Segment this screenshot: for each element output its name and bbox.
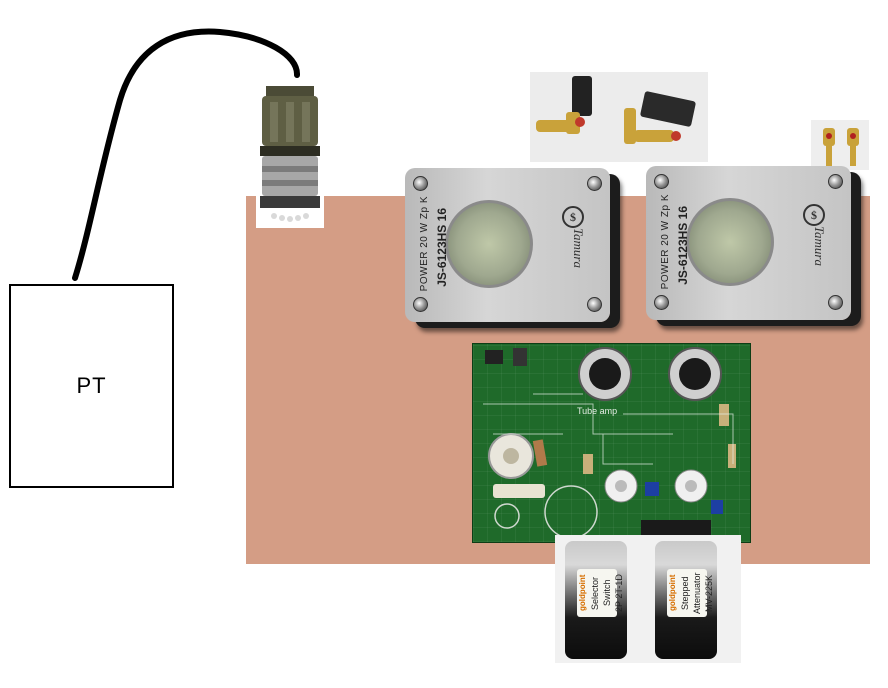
brand-label: Tamura: [571, 228, 586, 268]
transformer-window: [686, 198, 774, 286]
pcb-silk-label: Tube amp: [577, 406, 617, 416]
output-transformer-right: POWER 20 W Zp K JS-6123HS 16 $ Tamura: [646, 166, 851, 320]
rca-jack-bag-photo: [530, 72, 708, 162]
multi-pin-connector-icon: [256, 80, 324, 228]
transformer-window: [445, 200, 533, 288]
power-transformer-box: PT: [9, 284, 174, 488]
amplifier-pcb: Tube amp: [472, 343, 751, 543]
brand-logo-icon: $: [803, 204, 825, 226]
output-transformer-left: POWER 20 W Zp K JS-6123HS 16 $ Tamura: [405, 168, 610, 322]
model-label: JS-6123HS 16: [676, 206, 690, 285]
power-label: POWER 20 W Zp K: [419, 196, 430, 292]
wire-path: [72, 28, 300, 281]
model-label: JS-6123HS 16: [435, 208, 449, 287]
power-label: POWER 20 W Zp K: [660, 194, 671, 290]
brand-label: Tamura: [812, 226, 827, 266]
rca-jack-icon: [811, 120, 869, 170]
brand-logo-icon: $: [562, 206, 584, 228]
pt-label: PT: [76, 373, 107, 398]
